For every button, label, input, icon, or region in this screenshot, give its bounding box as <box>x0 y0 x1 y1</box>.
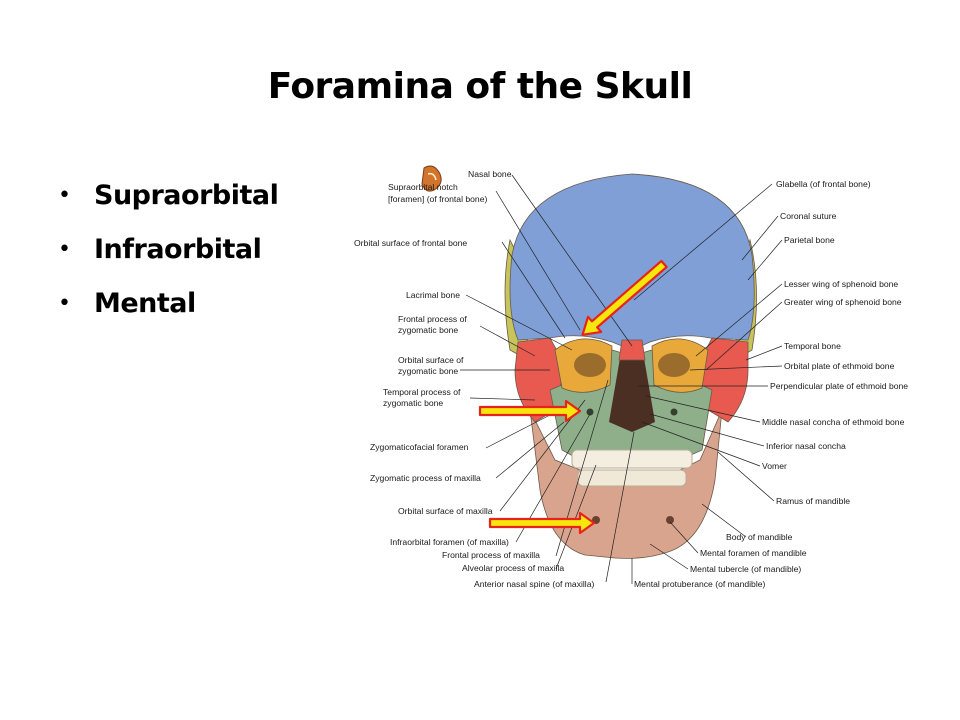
highlight-arrows <box>478 259 668 535</box>
label-frontal-process-maxilla: Frontal process of maxilla <box>442 550 540 560</box>
bullet-item: • Mental <box>58 284 278 338</box>
infraorbital-foramen-shape <box>670 408 678 416</box>
mental-foramen-shape <box>666 516 674 524</box>
label-anterior-nasal-spine: Anterior nasal spine (of maxilla) <box>474 579 595 589</box>
mental-arrow-icon <box>488 511 596 535</box>
slide-title: Foramina of the Skull <box>267 66 693 107</box>
nasal-bone-shape <box>618 339 646 361</box>
leader-lines-left <box>460 190 635 583</box>
lower-teeth-shape <box>577 469 687 487</box>
bullet-item: • Supraorbital <box>58 176 279 230</box>
label-infraorbital-foramen: Infraorbital foramen (of maxilla) <box>390 537 509 547</box>
supraorbital-arrow-icon <box>581 259 668 336</box>
shell-icon <box>421 165 442 192</box>
label-middle-nasal-concha: Middle nasal concha of ethmoid bone <box>762 417 905 427</box>
label-zygomaticofacial-foramen: Zygomaticofacial foramen <box>370 442 469 452</box>
label-zygomatic-process-maxilla: Zygomatic process of maxilla <box>370 473 481 483</box>
label-body-mandible: Body of mandible <box>726 532 793 542</box>
label-orbital-plate-ethmoid: Orbital plate of ethmoid bone <box>784 361 895 371</box>
label-orbital-surface-zygomatic-2: zygomatic bone <box>398 366 458 376</box>
label-glabella: Glabella (of frontal bone) <box>776 179 871 189</box>
bullet-text: Supraorbital <box>94 180 279 211</box>
label-vomer: Vomer <box>762 461 787 471</box>
label-mental-foramen: Mental foramen of mandible <box>700 548 807 558</box>
bullet-text: Mental <box>94 288 196 319</box>
label-temporal-bone: Temporal bone <box>784 341 841 351</box>
label-temporal-process-zygomatic-2: zygomatic bone <box>383 398 443 408</box>
bullet-item: • Infraorbital <box>58 230 278 284</box>
label-lacrimal-bone: Lacrimal bone <box>406 290 460 300</box>
label-ramus-mandible: Ramus of mandible <box>776 496 850 506</box>
bullet-dot-icon: • <box>58 291 71 316</box>
label-orbital-surface-maxilla: Orbital surface of maxilla <box>398 506 493 516</box>
orbit-shadow-shape <box>574 353 606 377</box>
skull-illustration <box>504 173 757 559</box>
bullet-dot-icon: • <box>58 237 71 262</box>
bullet-dot-icon: • <box>58 183 71 208</box>
labels-left: Supraorbital notch [foramen] (of frontal… <box>354 182 595 589</box>
infraorbital-foramen-shape <box>586 408 594 416</box>
bullet-list: • Supraorbital • Infraorbital • Mental <box>58 176 279 338</box>
infraorbital-arrow-icon <box>478 399 582 423</box>
label-parietal-bone: Parietal bone <box>784 235 835 245</box>
label-mental-protuberance: Mental protuberance (of mandible) <box>634 579 766 589</box>
label-orbital-surface-zygomatic: Orbital surface of <box>398 355 464 365</box>
label-perpendicular-plate-ethmoid: Perpendicular plate of ethmoid bone <box>770 381 908 391</box>
label-mental-tubercle: Mental tubercle (of mandible) <box>690 564 801 574</box>
frontal-bone-shape <box>509 173 755 351</box>
label-orbital-surface-frontal: Orbital surface of frontal bone <box>354 238 467 248</box>
label-supraorbital-notch-2: [foramen] (of frontal bone) <box>388 194 487 204</box>
leader-lines-right <box>511 174 783 584</box>
orbit-shadow-shape <box>658 353 690 377</box>
label-frontal-process-zygomatic: Frontal process of <box>398 314 467 324</box>
upper-teeth-shape <box>571 449 693 469</box>
bullet-text: Infraorbital <box>94 234 262 265</box>
label-alveolar-process-maxilla: Alveolar process of maxilla <box>462 563 564 573</box>
label-greater-wing-sphenoid: Greater wing of sphenoid bone <box>784 297 902 307</box>
labels-right: Nasal bone Glabella (of frontal bone) Co… <box>468 169 908 589</box>
label-temporal-process-zygomatic: Temporal process of <box>383 387 461 397</box>
label-frontal-process-zygomatic-2: zygomatic bone <box>398 325 458 335</box>
label-coronal-suture: Coronal suture <box>780 211 837 221</box>
label-nasal-bone: Nasal bone <box>468 169 512 179</box>
label-supraorbital-notch: Supraorbital notch <box>388 182 458 192</box>
label-inferior-nasal-concha: Inferior nasal concha <box>766 441 846 451</box>
label-lesser-wing-sphenoid: Lesser wing of sphenoid bone <box>784 279 898 289</box>
nasal-cavity-shape <box>609 358 655 432</box>
skull-anatomy-figure: Supraorbital notch [foramen] (of frontal… <box>354 165 908 589</box>
